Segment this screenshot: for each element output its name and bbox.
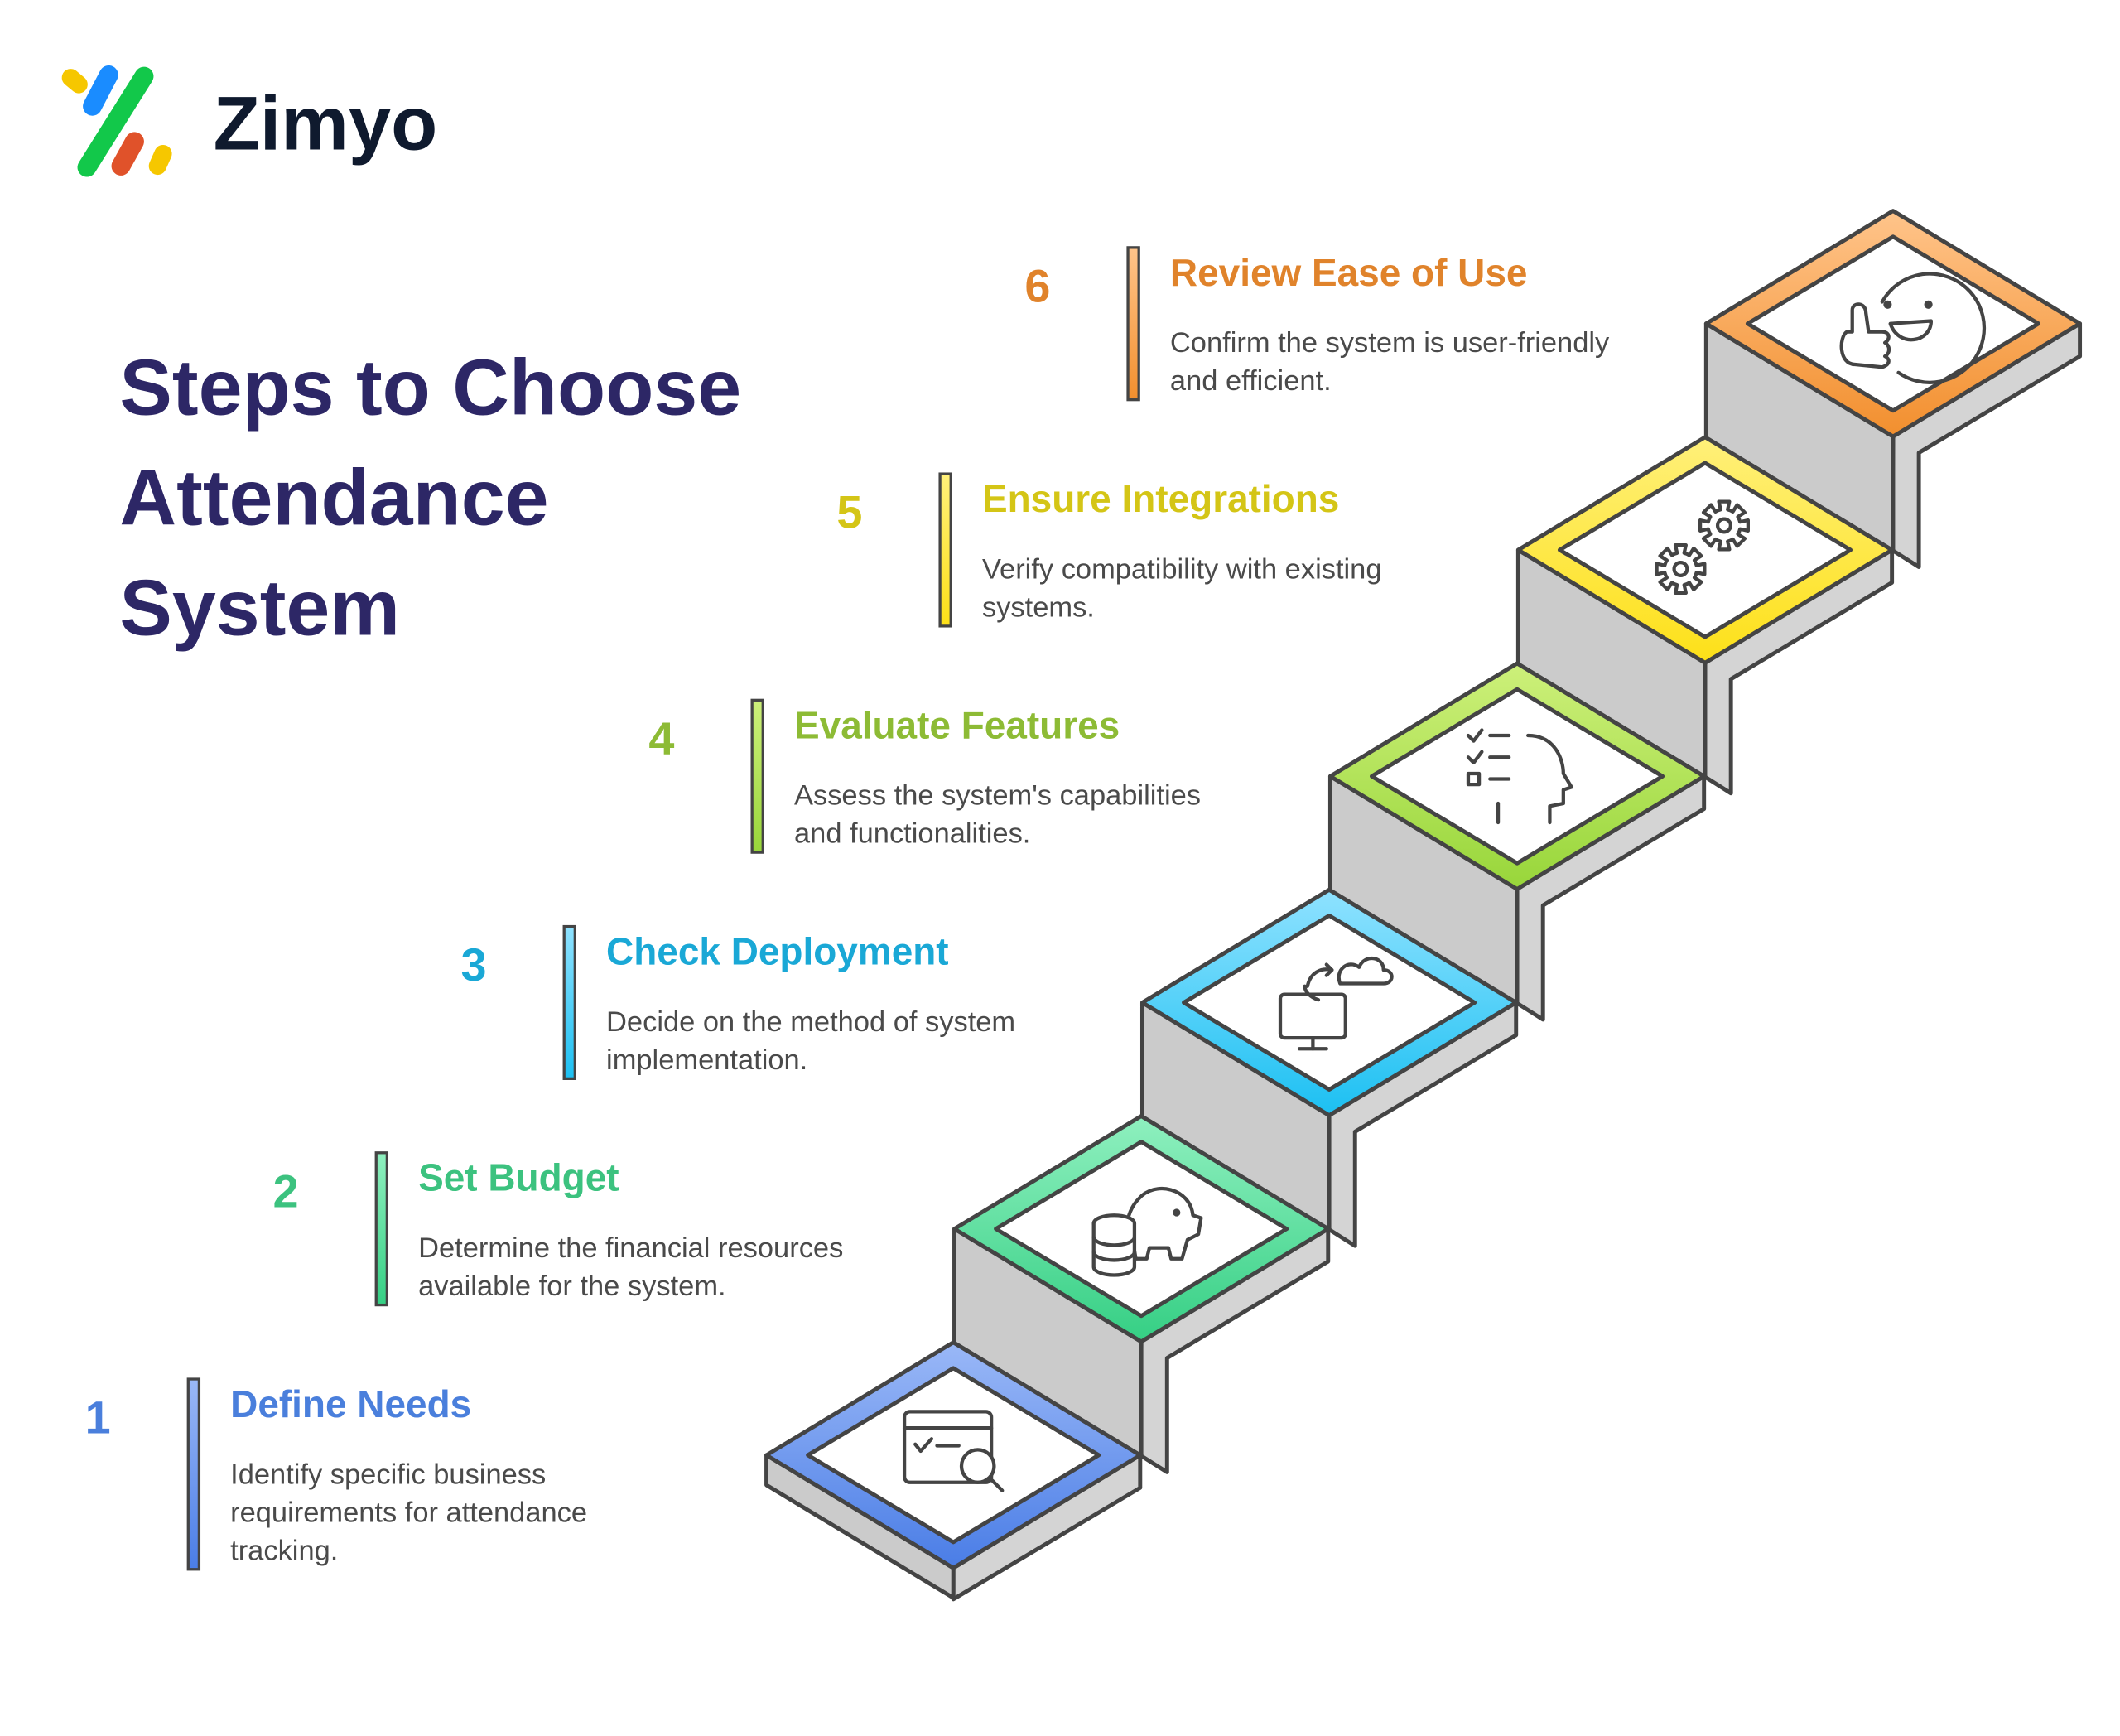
- step-description-line: Decide on the method of system: [606, 1006, 1015, 1038]
- step-description-line: Identify specific business: [230, 1459, 546, 1490]
- step-5-inner: [1557, 461, 1853, 639]
- step-accent-bar: [1126, 246, 1140, 402]
- step-description-line: available for the system.: [418, 1271, 726, 1302]
- step-description-line: and functionalities.: [794, 818, 1030, 850]
- step-4-inner: [1369, 687, 1665, 866]
- step-4-platform: [1327, 661, 1707, 891]
- logo-mark-icon: [61, 65, 172, 177]
- title-line: Attendance: [119, 455, 548, 542]
- step-2-platform: [952, 1114, 1331, 1344]
- step-6-platform: [1703, 209, 2083, 439]
- step-description-line: implementation.: [606, 1044, 807, 1076]
- logo: Zimyo: [61, 65, 438, 177]
- step-1-platform: [764, 1340, 1143, 1570]
- step-description-line: and efficient.: [1170, 365, 1332, 397]
- step-3-platform: [1140, 887, 1519, 1118]
- step-title: Evaluate Features: [794, 703, 1120, 746]
- step-description-line: requirements for attendance: [230, 1497, 587, 1528]
- step-number: 5: [836, 486, 862, 538]
- step-accent-bar: [186, 1377, 201, 1571]
- step-description-line: Determine the financial resources: [418, 1232, 843, 1264]
- step-1-inner: [806, 1366, 1101, 1545]
- title-line: System: [119, 565, 400, 653]
- checklist-head-icon: [1466, 728, 1573, 825]
- page-title: Steps to Choose Attendance System: [119, 345, 741, 653]
- step-5-platform: [1515, 435, 1895, 665]
- browser-search-icon: [902, 1410, 1005, 1492]
- step-description-line: Confirm the system is user-friendly: [1170, 327, 1610, 359]
- step-description-line: tracking.: [230, 1535, 338, 1566]
- step-number: 2: [273, 1165, 299, 1217]
- step-number: 4: [648, 712, 674, 764]
- title-line: Steps to Choose: [119, 345, 741, 432]
- logo-text: Zimyo: [214, 82, 438, 166]
- step-accent-bar: [562, 924, 576, 1080]
- thumbs-up-smile-icon: [1839, 272, 1987, 384]
- step-title: Check Deployment: [606, 930, 949, 973]
- step-number: 6: [1024, 260, 1050, 312]
- step-accent-bar: [374, 1151, 389, 1307]
- step-title: Ensure Integrations: [982, 477, 1339, 520]
- gears-icon: [1655, 499, 1750, 595]
- step-number: 1: [85, 1391, 111, 1444]
- step-description-line: Verify compatibility with existing: [982, 553, 1382, 585]
- cloud-monitor-icon: [1278, 956, 1394, 1051]
- step-number: 3: [460, 938, 486, 991]
- step-description-line: systems.: [982, 591, 1095, 623]
- step-accent-bar: [938, 472, 952, 628]
- piggy-bank-coins-icon: [1091, 1186, 1203, 1277]
- staircase: [764, 209, 2083, 1602]
- step-3-inner: [1182, 913, 1477, 1092]
- step-title: Define Needs: [230, 1382, 471, 1425]
- step-accent-bar: [750, 698, 764, 854]
- step-title: Review Ease of Use: [1170, 251, 1528, 294]
- step-title: Set Budget: [418, 1156, 619, 1199]
- step-description-line: Assess the system's capabilities: [794, 780, 1201, 812]
